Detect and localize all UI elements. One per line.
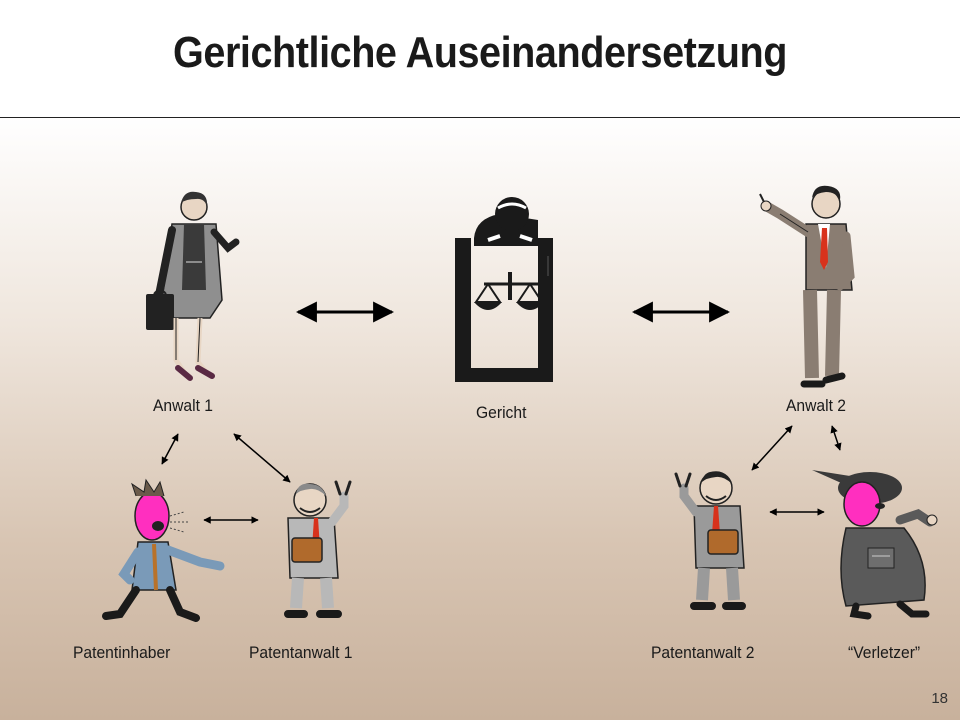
label-verletzer: “Verletzer” <box>848 643 921 662</box>
label-anwalt2: Anwalt 2 <box>786 396 846 415</box>
victory-man-icon <box>674 471 746 610</box>
title-divider <box>0 117 960 118</box>
victory-man-icon <box>284 480 352 618</box>
arrow-anwalt1-patentanwalt1 <box>233 433 291 483</box>
label-gericht: Gericht <box>476 403 527 422</box>
label-patentinhaber: Patentinhaber <box>73 643 171 662</box>
judge-scales-icon <box>455 197 553 382</box>
label-anwalt1: Anwalt 1 <box>153 396 213 415</box>
page-number: 18 <box>931 690 948 707</box>
label-patentanwalt2: Patentanwalt 2 <box>651 643 755 662</box>
arrow-anwalt1-patentinhaber <box>161 433 179 465</box>
arrow-anwalt2-verletzer <box>830 425 842 451</box>
masked-thief-icon <box>812 470 938 620</box>
slide-title: Gerichtliche Auseinandersetzung <box>173 28 787 77</box>
arrow-anwalt2-patentanwalt2 <box>751 425 793 471</box>
businesswoman-briefcase-icon <box>146 191 240 381</box>
angry-man-icon <box>102 478 225 622</box>
businessman-pointing-icon <box>759 185 855 388</box>
label-patentanwalt1: Patentanwalt 1 <box>249 643 353 662</box>
